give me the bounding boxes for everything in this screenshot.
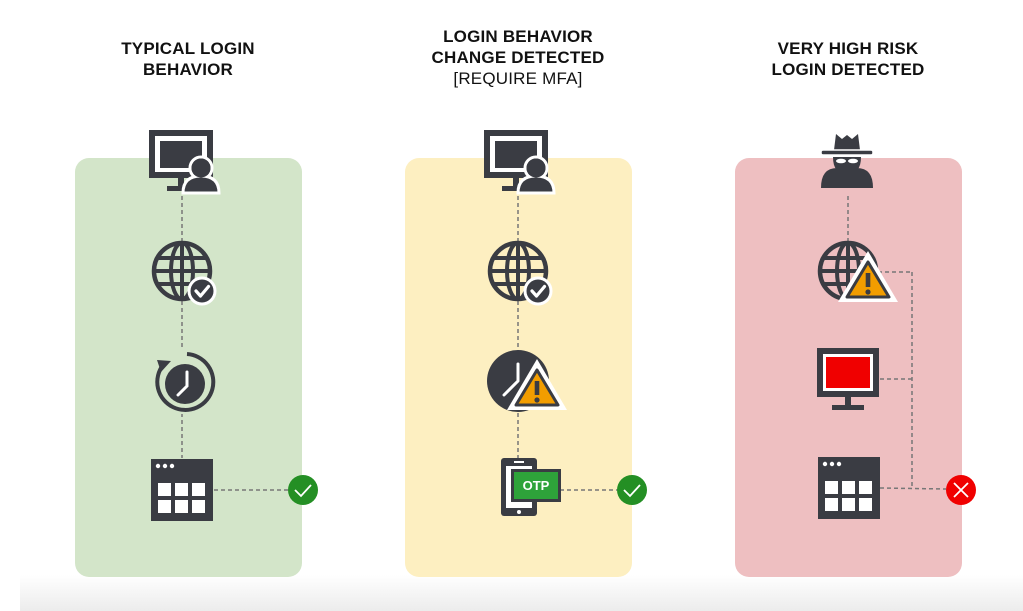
title-typical-login: TYPICAL LOGIN BEHAVIOR <box>88 38 288 80</box>
blocked-x-icon <box>946 475 976 505</box>
approved-check-icon <box>288 475 318 505</box>
title-line1: LOGIN BEHAVIOR <box>443 27 593 46</box>
app-grid-icon <box>818 457 880 519</box>
connector-lines-typical <box>181 196 288 491</box>
title-line2: LOGIN DETECTED <box>771 60 925 79</box>
app-grid-icon <box>151 459 213 521</box>
title-line1: TYPICAL LOGIN <box>121 39 255 58</box>
unusual-time-warning-icon <box>487 350 569 412</box>
approved-check-icon <box>617 475 647 505</box>
title-line2: BEHAVIOR <box>142 60 234 79</box>
bottom-shadow-band <box>20 575 1023 611</box>
otp-phone-icon: OTP <box>501 458 561 516</box>
title-line2: CHANGE DETECTED <box>431 48 605 67</box>
compromised-device-icon <box>817 348 879 410</box>
title-subtitle: [REQUIRE MFA] <box>453 69 583 88</box>
globe-verified-icon <box>488 241 553 306</box>
user-workstation-icon <box>147 128 221 195</box>
title-line1: VERY HIGH RISK <box>777 39 919 58</box>
otp-label: OTP <box>523 478 550 493</box>
globe-warning-icon <box>818 241 900 304</box>
globe-verified-icon <box>152 241 217 306</box>
connector-lines-mfa <box>517 196 617 491</box>
hacker-icon <box>820 134 874 188</box>
user-workstation-icon <box>482 128 556 195</box>
title-high-risk: VERY HIGH RISK LOGIN DETECTED <box>748 38 948 80</box>
connector-lines-high-risk <box>847 196 947 490</box>
title-behavior-change: LOGIN BEHAVIOR CHANGE DETECTED [REQUIRE … <box>408 26 628 89</box>
recurring-time-icon <box>153 350 217 414</box>
